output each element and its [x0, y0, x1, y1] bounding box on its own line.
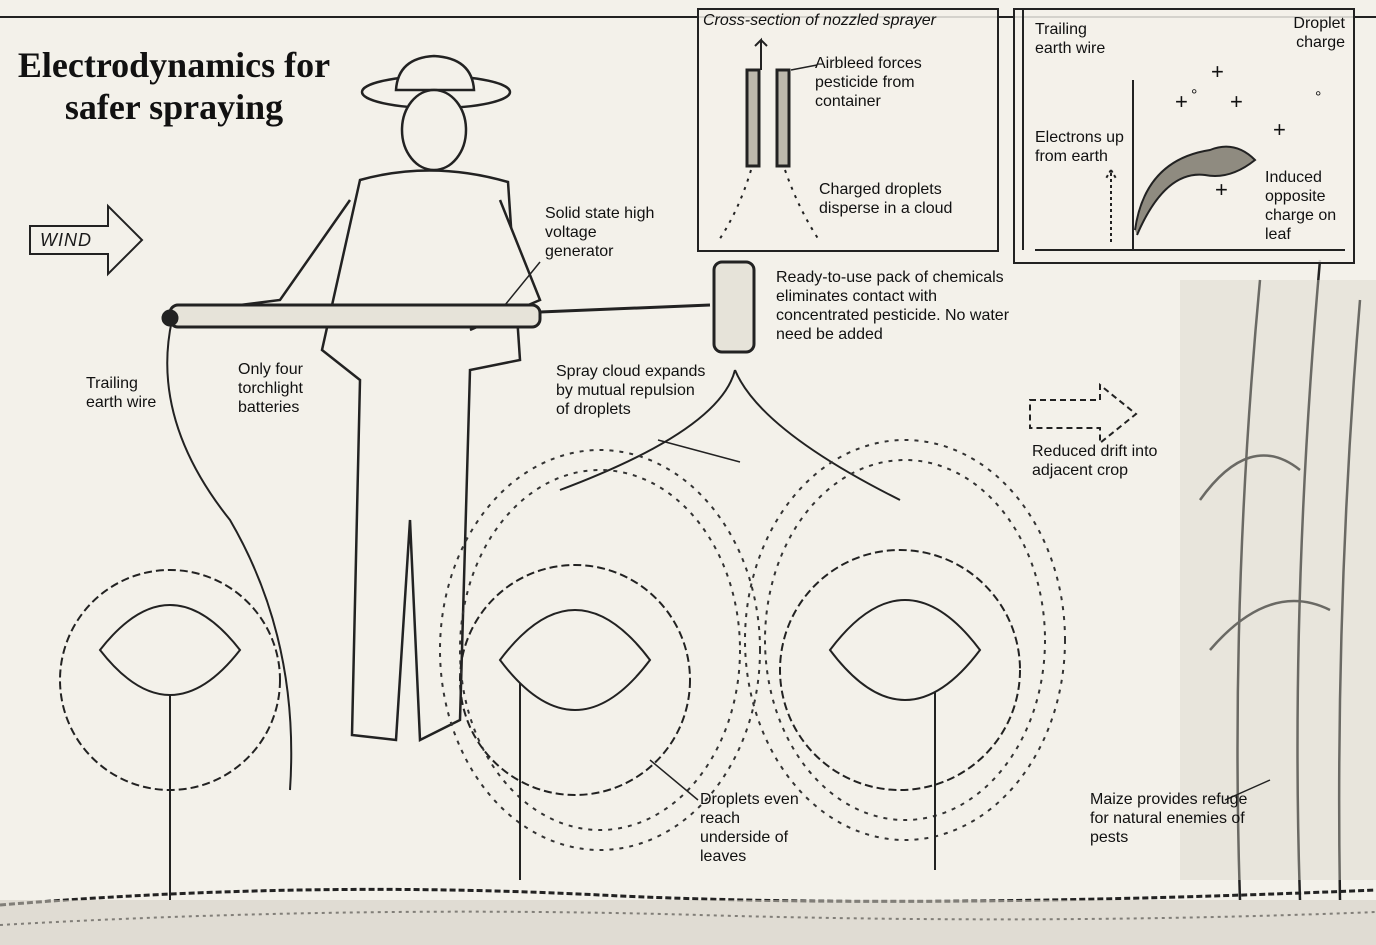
wind-label: WIND — [40, 230, 92, 251]
trailing-wire-label: Trailing earth wire — [86, 374, 166, 412]
plant-right — [780, 550, 1020, 870]
plus-sign: + — [1230, 92, 1243, 111]
plant-left — [60, 570, 280, 900]
droplet-charge-inset: Trailing earth wire Droplet charge Elect… — [1013, 8, 1355, 264]
droplet-dot: ° — [1191, 86, 1197, 105]
plus-sign: + — [1215, 180, 1228, 199]
page-title: Electrodynamics for safer spraying — [0, 44, 354, 128]
batteries-label: Only four torchlight batteries — [238, 360, 338, 417]
droplet-dot: ° — [1315, 88, 1321, 107]
maize-label: Maize provides refuge for natural enemie… — [1090, 790, 1250, 847]
underside-label: Droplets even reach underside of leaves — [700, 790, 810, 866]
plus-sign: + — [1175, 92, 1188, 111]
induced-charge-label: Induced opposite charge on leaf — [1265, 168, 1347, 244]
sprayer-cross-section-inset: Cross-section of nozzled sprayer Airblee… — [697, 8, 999, 252]
charged-droplets-label: Charged droplets disperse in a cloud — [819, 180, 994, 218]
plant-middle — [460, 565, 690, 880]
drift-arrow — [1030, 385, 1136, 443]
reduced-drift-label: Reduced drift into adjacent crop — [1032, 442, 1202, 480]
electrons-label: Electrons up from earth — [1035, 128, 1130, 166]
airbleed-label: Airbleed forces pesticide from container — [815, 54, 965, 111]
inset-trailing-label: Trailing earth wire — [1035, 20, 1125, 58]
droplet-charge-label: Droplet charge — [1265, 14, 1345, 52]
spray-cloud-label: Spray cloud expands by mutual repulsion … — [556, 362, 711, 419]
plus-sign: + — [1211, 62, 1224, 81]
chemical-pack-label: Ready-to-use pack of chemicals eliminate… — [776, 268, 1026, 344]
plus-sign: + — [1273, 120, 1286, 139]
ground — [0, 889, 1376, 945]
generator-label: Solid state high voltage generator — [545, 204, 665, 261]
